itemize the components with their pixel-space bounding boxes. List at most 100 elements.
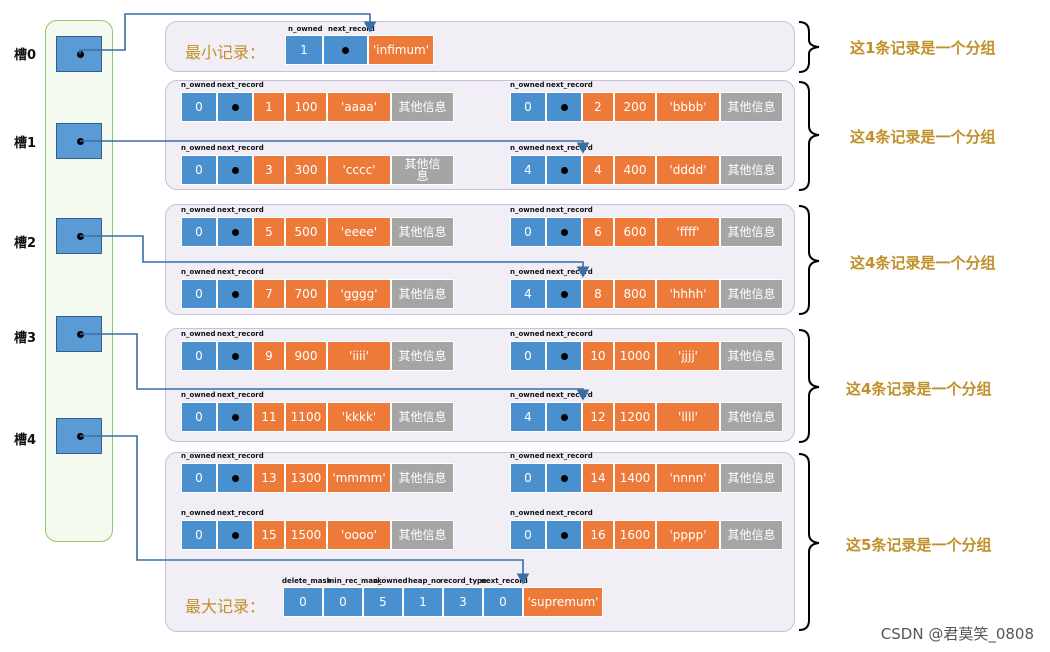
number-cell: 1200 — [614, 402, 656, 432]
id-cell: 12 — [582, 402, 614, 432]
field-header-next-record: next_record — [546, 206, 593, 214]
pointer-dot-icon — [560, 413, 568, 421]
id-cell: 13 — [253, 463, 285, 493]
pointer-dot-icon — [231, 166, 239, 174]
field-header-next-record: next_record — [217, 144, 264, 152]
next-record-cell — [546, 402, 582, 432]
other-info-cell: 其他信息 — [391, 402, 454, 432]
pointer-dot-icon — [560, 352, 568, 360]
group-braces — [798, 21, 820, 631]
watermark: CSDN @君莫笑_0808 — [880, 625, 1034, 643]
pointer-dot-icon — [342, 46, 349, 54]
id-cell: 10 — [582, 341, 614, 371]
n-owned-cell: 0 — [510, 520, 546, 550]
number-cell: 1500 — [285, 520, 327, 550]
field-header-n-owned: n_owned — [181, 206, 216, 214]
field-header-next-record: next_record — [217, 81, 264, 89]
number-cell: 900 — [285, 341, 327, 371]
group-0 — [165, 21, 795, 72]
group-note-3: 这4条记录是一个分组 — [846, 380, 992, 398]
n-owned-cell: 0 — [181, 463, 217, 493]
number-cell: 1600 — [614, 520, 656, 550]
pointer-dot-icon — [560, 228, 568, 236]
infimum-value-cell: 'infimum' — [368, 35, 434, 65]
number-cell: 400 — [614, 155, 656, 185]
field-header-n-owned: n_owned — [181, 81, 216, 89]
next-record-cell — [217, 217, 253, 247]
n-owned-cell: 5 — [363, 587, 403, 617]
page-directory — [45, 20, 113, 542]
arrow-slot1-record4 — [80, 140, 590, 154]
string-cell: 'oooo' — [327, 520, 391, 550]
field-header-n-owned: n_owned — [510, 144, 545, 152]
id-cell: 2 — [582, 92, 614, 122]
pointer-dot-icon — [231, 413, 239, 421]
next-record-cell — [546, 520, 582, 550]
next-record-cell — [546, 155, 582, 185]
n-owned-cell: 0 — [510, 463, 546, 493]
supremum-label: 最大记录： — [185, 597, 266, 616]
n-owned-cell: 0 — [181, 520, 217, 550]
arrow-slot2-record8 — [80, 235, 590, 278]
id-cell: 5 — [253, 217, 285, 247]
other-info-cell: 其他信息 — [720, 279, 783, 309]
field-header-n-owned: n_owned — [181, 144, 216, 152]
field-header-next-record: next_record — [328, 25, 375, 33]
slot-label-0: 槽0 — [14, 48, 37, 63]
pointer-dot-icon — [231, 228, 239, 236]
other-info-cell: 其他信息 — [720, 520, 783, 550]
id-cell: 14 — [582, 463, 614, 493]
slot-label-2: 槽2 — [14, 236, 37, 251]
slot-label-4: 槽4 — [14, 433, 37, 448]
field-header-n-owned: n_owned — [288, 25, 323, 33]
brace-icon — [798, 453, 820, 631]
field-header-next-record: next_record — [217, 268, 264, 276]
next-record-cell — [323, 35, 368, 65]
field-header-record-type: record_type — [440, 577, 487, 585]
pointer-dot-icon — [231, 290, 239, 298]
number-cell: 100 — [285, 92, 327, 122]
group-note-1: 这4条记录是一个分组 — [850, 128, 996, 146]
field-header-next-record: next_record — [546, 144, 593, 152]
string-cell: 'cccc' — [327, 155, 391, 185]
next-record-cell — [217, 92, 253, 122]
field-header-n-owned: n_owned — [373, 577, 408, 585]
id-cell: 16 — [582, 520, 614, 550]
string-cell: 'hhhh' — [656, 279, 720, 309]
other-info-cell: 其他信息 — [391, 463, 454, 493]
other-info-cell: 其他信息 — [720, 155, 783, 185]
next-record-cell — [546, 217, 582, 247]
supremum-record: 0 0 5 1 3 0 'supremum' — [283, 587, 603, 617]
number-cell: 800 — [614, 279, 656, 309]
n-owned-cell: 0 — [181, 217, 217, 247]
string-cell: 'gggg' — [327, 279, 391, 309]
number-cell: 500 — [285, 217, 327, 247]
next-record-cell — [217, 520, 253, 550]
infimum-label: 最小记录： — [185, 43, 266, 62]
delete-mask-cell: 0 — [283, 587, 323, 617]
pointer-dot-icon — [560, 474, 568, 482]
n-owned-cell: 1 — [285, 35, 323, 65]
pointer-dot-icon — [560, 103, 568, 111]
string-cell: 'pppp' — [656, 520, 720, 550]
min-rec-mask-cell: 0 — [323, 587, 363, 617]
other-info-cell: 其他信息 — [391, 217, 454, 247]
number-cell: 600 — [614, 217, 656, 247]
field-header-n-owned: n_owned — [181, 391, 216, 399]
id-cell: 7 — [253, 279, 285, 309]
id-cell: 4 — [582, 155, 614, 185]
group-note-2: 这4条记录是一个分组 — [850, 254, 996, 272]
other-info-cell: 其他信息 — [391, 279, 454, 309]
id-cell: 1 — [253, 92, 285, 122]
id-cell: 8 — [582, 279, 614, 309]
pointer-dot-icon — [231, 352, 239, 360]
id-cell: 6 — [582, 217, 614, 247]
field-header-next-record: next_record — [217, 509, 264, 517]
n-owned-cell: 0 — [181, 155, 217, 185]
